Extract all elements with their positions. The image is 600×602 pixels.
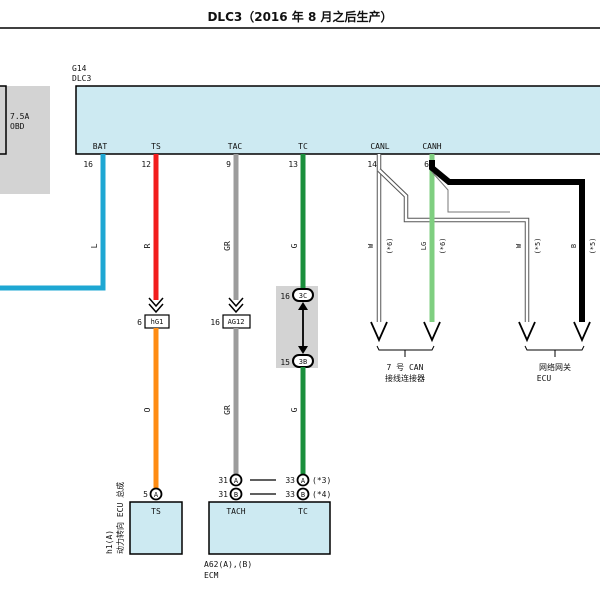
ecm-tc-pin-a-letter: A [301, 477, 306, 485]
wire-bat-color: L [90, 243, 99, 248]
ecm-box [208, 501, 331, 555]
pin-tc-number: 13 [288, 160, 298, 169]
ag12-connector-symbol [228, 297, 244, 314]
ecm-tach-pin-a [229, 473, 243, 487]
ecm-name: ECM [204, 571, 219, 580]
dlc3-code: G14 [72, 64, 87, 73]
ecm-tc-pin-b-letter: B [301, 491, 305, 499]
wire-tac-color: GR [223, 241, 232, 251]
destination-gateway-line2: ECU [537, 374, 552, 383]
wire-canl-1-note: (*6) [386, 238, 394, 255]
wire-canl-2 [378, 169, 529, 322]
fuse-name: OBD [10, 122, 25, 131]
wire-ts-color: R [143, 243, 152, 248]
steer-ecu-pin-number: 5 [143, 490, 148, 499]
wire-canl-2-note: (*5) [534, 238, 542, 255]
ag12-pin: 16 [210, 318, 220, 327]
destination-can7-line2: 接线连接器 [385, 373, 425, 383]
steer-ecu-box [129, 501, 183, 555]
pin-canl-number: 14 [367, 160, 377, 169]
arrow-canh-2 [573, 321, 591, 343]
pin-tac-number: 9 [226, 160, 231, 169]
ecm-tach-pin-a-letter: A [234, 477, 239, 485]
wire-canl-1-color: W [367, 243, 375, 248]
fuse-symbol [0, 85, 7, 155]
dlc3-connector-box [75, 85, 600, 155]
diagram-title: DLC3（2016 年 8 月之后生产） [207, 9, 392, 24]
pin-canl-label: CANL [370, 142, 389, 151]
pin-ts-number: 12 [141, 160, 151, 169]
arrow-canl-2 [518, 321, 536, 343]
steer-ecu-pin-letter: A [154, 491, 159, 499]
dlc3-name: DLC3 [72, 74, 91, 83]
ecm-tc-pin-a [296, 473, 310, 487]
ecm-tach-pin-a-number: 31 [218, 476, 228, 485]
ecm-tach-pin-b-letter: B [234, 491, 238, 499]
pin-bat-label: BAT [93, 142, 108, 151]
hg1-pin: 6 [137, 318, 142, 327]
steer-ecu-name: 动力转向 ECU 总成 [115, 482, 125, 554]
steer-ecu-code: h1(A) [105, 530, 114, 554]
connector-3c-pin: 16 [280, 292, 290, 301]
fuse-block-background [0, 86, 50, 194]
destination-gateway-line1: 网络网关 [539, 362, 571, 372]
steer-ecu-pin-circle [149, 487, 163, 501]
arrow-canh-1 [423, 321, 441, 343]
pin-tac-label: TAC [228, 142, 243, 151]
pin-ts-label: TS [151, 142, 161, 151]
hg1-label: hG1 [151, 318, 164, 326]
ecm-port-tc: TC [298, 507, 308, 516]
bracket-can7 [376, 345, 435, 357]
connector-3b-label: 3B [299, 358, 307, 366]
wire-bat [0, 154, 106, 291]
arrow-canl-1 [370, 321, 388, 343]
ecm-tc-pin-a-number: 33 [285, 476, 295, 485]
wire-tac-lower-color: GR [223, 405, 232, 415]
pin-canh-number: 6 [424, 160, 429, 169]
connector-3c-label: 3C [299, 292, 307, 300]
wire-canl-2-color: W [515, 243, 523, 248]
connector-3c [292, 288, 314, 302]
connector-3b-pin: 15 [280, 358, 290, 367]
pin-canh-label: CANH [422, 142, 441, 151]
wire-canh-trace [431, 171, 510, 213]
wire-ts-lower-color: O [143, 407, 152, 412]
ecm-row-b-note: (*4) [312, 490, 331, 499]
steer-ecu-port: TS [151, 507, 161, 516]
wire-canh-2-note: (*5) [589, 238, 597, 255]
destination-can7-line1: 7 号 CAN [387, 363, 424, 372]
wire-canh-1-note: (*6) [439, 238, 447, 255]
wire-canh-2 [429, 160, 585, 322]
ecm-tach-pin-b [229, 487, 243, 501]
hg1-connector-symbol [148, 297, 164, 314]
ag12-label: AG12 [228, 318, 245, 326]
ecm-port-tach: TACH [226, 507, 245, 516]
ecm-tc-pin-b-number: 33 [285, 490, 295, 499]
ecm-row-a-note: (*3) [312, 476, 331, 485]
ecm-code: A62(A),(B) [204, 560, 252, 569]
fuse-rating: 7.5A [10, 112, 29, 121]
pin-bat-number: 16 [83, 160, 93, 169]
bracket-gateway [524, 345, 585, 357]
pin-tc-label: TC [298, 142, 308, 151]
wire-canh-1-color: LG [420, 242, 428, 250]
ecm-tach-pin-b-number: 31 [218, 490, 228, 499]
ecm-tc-pin-b [296, 487, 310, 501]
wire-tc-lower-color: G [290, 407, 299, 412]
wire-tc-color: G [290, 243, 299, 248]
wire-canh-2-color: B [570, 244, 578, 248]
